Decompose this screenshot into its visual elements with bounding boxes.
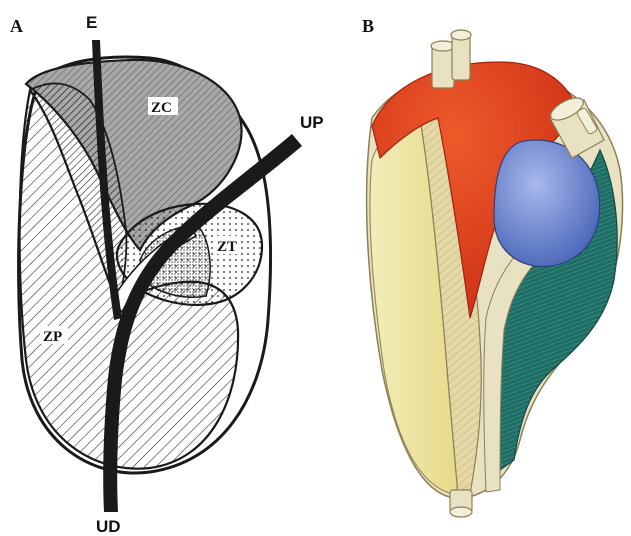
seminal-duct-right-opening: [451, 30, 471, 40]
seminal-duct-left: [432, 46, 454, 88]
label-zt: ZT: [217, 239, 237, 255]
label-zc: ZC: [151, 100, 172, 116]
label-e: E: [86, 13, 97, 32]
label-zp: ZP: [43, 329, 62, 345]
label-ud: UD: [96, 517, 121, 536]
label-up: UP: [300, 113, 324, 132]
distal-tube-opening: [450, 507, 472, 517]
panel-b: [367, 30, 623, 517]
seminal-duct-right: [452, 34, 470, 80]
panel-a: E ZC UP ZT ZP UD: [19, 13, 324, 536]
